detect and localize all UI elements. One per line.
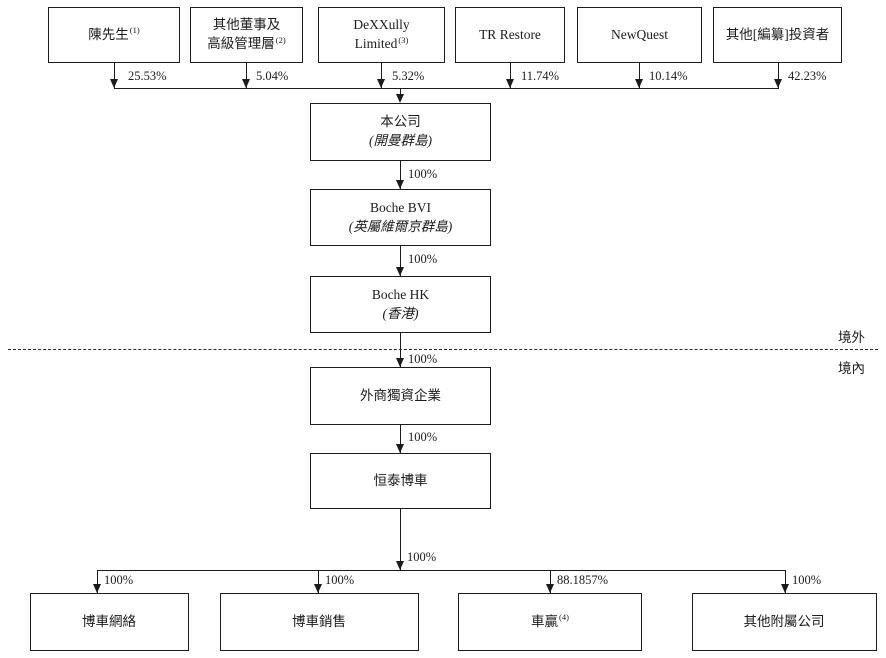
subsidiary-box-cheying: 車贏(4) [458, 593, 642, 651]
shareholder-label: 陳先生(1) [88, 25, 140, 42]
ownership-percent-label: 100% [408, 430, 438, 444]
subsidiary-box-other-subsidiaries: 其他附屬公司 [692, 593, 877, 651]
connector-line [246, 63, 248, 88]
shareholder-box-dexxully: DeXXully Limited(3) [318, 7, 445, 63]
ownership-percent-label: 100% [792, 573, 822, 587]
ownership-percent-label: 25.53% [128, 69, 167, 83]
shareholder-label: Limited(3) [354, 34, 409, 51]
arrow-down-icon [780, 584, 789, 593]
shareholder-box-tr-restore: TR Restore [455, 7, 565, 63]
connector-line [400, 161, 402, 189]
arrow-down-icon [774, 79, 782, 88]
connector-line [113, 63, 115, 88]
arrow-down-icon [396, 267, 404, 276]
arrow-down-icon [92, 584, 101, 593]
company-box: 本公司 (開曼群島) [310, 103, 491, 161]
ownership-percent-label: 42.23% [788, 69, 827, 83]
offshore-onshore-divider [8, 349, 878, 350]
connector-line [784, 570, 786, 593]
arrow-down-icon [396, 444, 404, 453]
boche-bvi-box: Boche BVI (英屬維爾京群島) [310, 189, 491, 246]
connector-line [778, 63, 780, 88]
ownership-percent-label: 100% [408, 167, 438, 181]
ownership-percent-label: 100% [104, 573, 134, 587]
company-name: 恒泰博車 [373, 472, 428, 488]
company-name: 本公司 [380, 114, 421, 130]
ownership-percent-label: 5.04% [256, 69, 289, 83]
shareholder-label: DeXXully [353, 17, 410, 33]
company-name: Boche BVI [369, 199, 432, 215]
connector-line [400, 246, 402, 276]
shareholder-box-newquest: NewQuest [577, 7, 702, 63]
subsidiary-box-boche-sales: 博車銷售 [220, 593, 419, 651]
subsidiary-name: 其他附屬公司 [743, 613, 825, 629]
arrow-down-icon [377, 79, 385, 88]
ownership-percent-label: 100% [407, 550, 437, 564]
shareholder-label: TR Restore [479, 26, 541, 42]
ownership-percent-label: 100% [408, 352, 438, 366]
arrow-down-icon [396, 180, 404, 189]
arrow-down-icon [505, 79, 514, 88]
connector-line [550, 570, 552, 593]
ownership-percent-label: 5.32% [392, 69, 425, 83]
connector-line [96, 570, 98, 593]
connector-line [400, 509, 402, 570]
subsidiary-name: 車贏(4) [531, 612, 569, 629]
arrow-down-icon [396, 358, 404, 367]
region-label-offshore: 境外 [838, 330, 865, 345]
shareholder-box-other-investors: 其他[編纂]投資者 [713, 7, 842, 63]
arrow-down-icon [635, 79, 643, 88]
shareholder-label: 高級管理層(2) [207, 34, 286, 51]
region-label-onshore: 境內 [838, 361, 865, 376]
connector-line [381, 63, 383, 88]
distribution-line [97, 570, 785, 572]
shareholder-label: NewQuest [611, 26, 668, 42]
ownership-percent-label: 100% [408, 252, 438, 266]
company-name: Boche HK [371, 286, 430, 302]
connector-line [509, 63, 511, 88]
wfoe-box: 外商獨資企業 [310, 367, 491, 425]
ownership-percent-label: 88.1857% [557, 573, 609, 587]
collector-line [113, 88, 779, 90]
company-jurisdiction: (開曼群島) [369, 133, 432, 148]
shareholder-label: 其他董事及 [212, 17, 281, 33]
company-jurisdiction: (英屬維爾京群島) [348, 218, 453, 234]
shareholder-box-directors: 其他董事及 高級管理層(2) [190, 7, 303, 63]
connector-line [400, 333, 402, 367]
subsidiary-name: 博車銷售 [292, 613, 346, 629]
connector-line [318, 570, 320, 593]
ownership-percent-label: 100% [325, 573, 355, 587]
ownership-percent-label: 10.14% [649, 69, 688, 83]
connector-line [639, 63, 641, 88]
shareholder-box-chen: 陳先生(1) [48, 7, 180, 63]
company-jurisdiction: (香港) [382, 305, 419, 321]
arrow-down-icon [314, 584, 322, 593]
company-name: 外商獨資企業 [360, 387, 441, 403]
arrow-down-icon [546, 584, 554, 593]
arrow-down-icon [242, 79, 250, 88]
hengtai-box: 恒泰博車 [310, 453, 491, 509]
ownership-percent-label: 11.74% [521, 69, 560, 83]
subsidiary-name: 博車網絡 [82, 613, 136, 629]
arrow-down-icon [396, 94, 404, 103]
arrow-down-icon [396, 561, 404, 570]
subsidiary-box-boche-network: 博車網絡 [30, 593, 189, 651]
arrow-down-icon [109, 79, 118, 88]
connector-line [400, 425, 402, 453]
boche-hk-box: Boche HK (香港) [310, 276, 491, 333]
shareholder-label: 其他[編纂]投資者 [725, 26, 830, 42]
